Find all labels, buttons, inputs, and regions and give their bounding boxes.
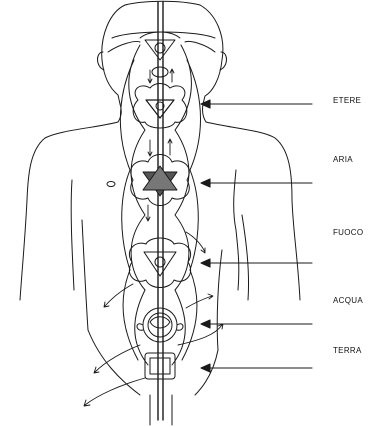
label-aria: ARIA [333, 155, 353, 164]
label-terra: TERRA [333, 346, 362, 355]
chakra-sacral [137, 308, 183, 342]
label-acqua: ACQUA [333, 296, 363, 305]
label-fuoco: FUOCO [333, 228, 363, 237]
body-outline [20, 1, 300, 425]
chakra-root [145, 353, 175, 379]
chakra-throat [133, 84, 187, 129]
chakra-heart [107, 155, 189, 206]
label-etere: ETERE [333, 96, 361, 105]
central-channel [120, 2, 200, 420]
chakra-head [140, 32, 180, 77]
energy-arrows [84, 69, 223, 406]
